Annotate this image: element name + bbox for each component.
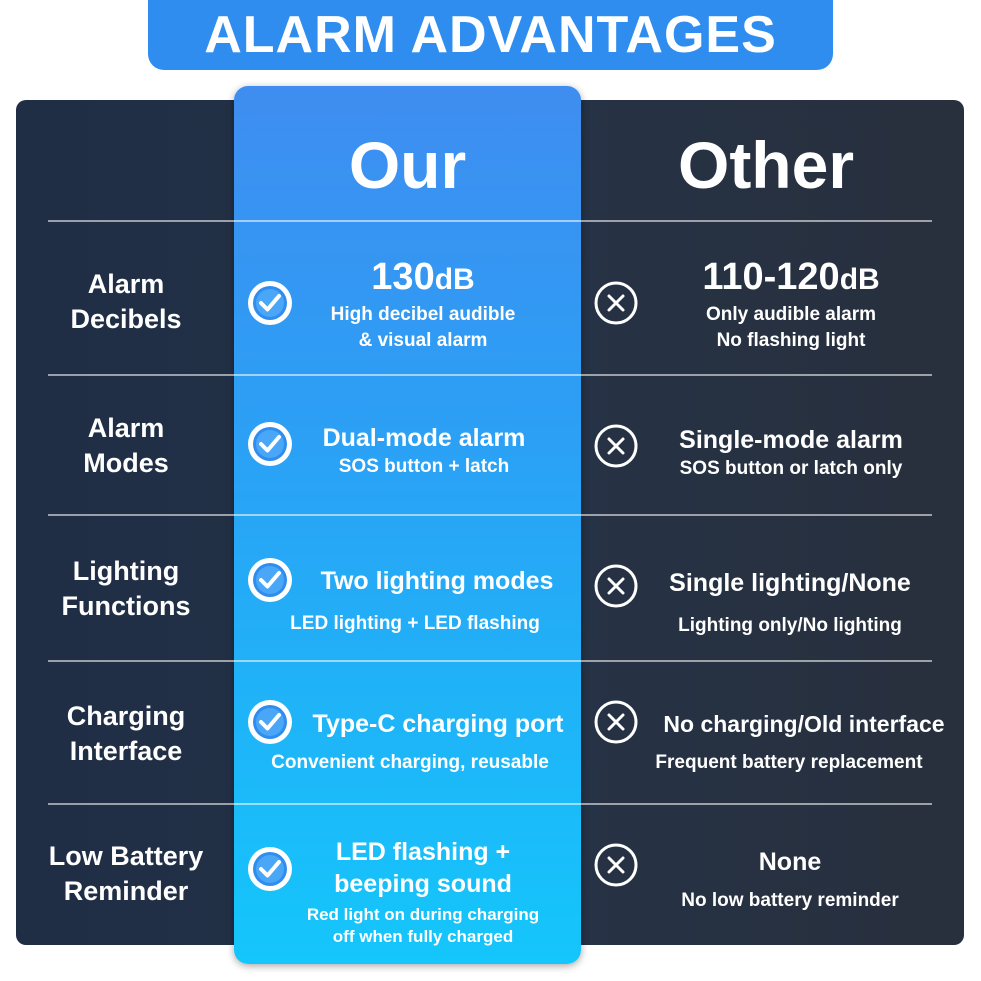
our-cell-alarm-decibels: 130dB High decibel audible & visual alar… <box>300 252 546 356</box>
our-column-header: Our <box>348 128 467 202</box>
divider <box>48 660 932 662</box>
other-cell-charging-interface: No charging/Old interface Frequent batte… <box>624 702 954 782</box>
other-headline: None <box>758 848 822 876</box>
divider <box>48 220 932 222</box>
our-column-highlight <box>234 86 581 964</box>
x-circle-icon <box>592 422 640 470</box>
our-headline: Type-C charging port <box>312 710 564 738</box>
other-detail-line: SOS button or latch only <box>679 458 903 479</box>
divider <box>48 803 932 805</box>
other-detail-line: No flashing light <box>716 329 866 351</box>
other-detail-line: Frequent battery replacement <box>655 752 923 773</box>
other-column-header: Other <box>677 128 855 202</box>
page-title: ALARM ADVANTAGES <box>204 6 777 64</box>
other-cell-alarm-decibels: 110-120dB Only audible alarm No flashing… <box>645 252 937 356</box>
divider <box>48 514 932 516</box>
x-circle-icon <box>592 698 640 746</box>
check-circle-icon <box>246 556 294 604</box>
row-label-line: Functions <box>61 591 191 621</box>
x-circle-icon <box>592 841 640 889</box>
row-label-line: Reminder <box>63 876 189 906</box>
row-label-line: Charging <box>66 701 186 731</box>
check-circle-icon <box>246 698 294 746</box>
row-label-line: Low Battery <box>48 841 204 871</box>
our-detail-line: Red light on during charging <box>306 905 540 924</box>
our-cell-low-battery-reminder: LED flashing + beeping sound Red light o… <box>270 834 576 950</box>
other-headline: Single-mode alarm <box>679 426 903 454</box>
x-circle-icon <box>592 562 640 610</box>
our-headline: Dual-mode alarm <box>322 424 526 452</box>
our-detail-line: High decibel audible <box>330 303 516 325</box>
divider <box>48 374 932 376</box>
our-cell-charging-interface: Type-C charging port Convenient charging… <box>240 702 580 782</box>
row-label-line: Lighting <box>72 556 180 586</box>
our-detail-line: SOS button + latch <box>338 456 510 477</box>
row-label-line: Decibels <box>70 304 182 334</box>
other-cell-low-battery-reminder: None No low battery reminder <box>640 840 940 920</box>
our-headline: beeping sound <box>334 870 512 898</box>
other-detail-line: Only audible alarm <box>706 303 876 325</box>
our-detail-line: LED lighting + LED flashing <box>290 613 540 634</box>
row-label-line: Modes <box>83 448 169 478</box>
our-headline: LED flashing + <box>335 838 511 866</box>
row-label-alarm-modes: Alarm Modes <box>18 406 234 486</box>
title-banner: ALARM ADVANTAGES <box>148 0 833 70</box>
other-cell-alarm-modes: Single-mode alarm SOS button or latch on… <box>645 418 937 488</box>
check-circle-icon <box>246 845 294 893</box>
our-headline: Two lighting modes <box>320 567 554 595</box>
our-decibel-value: 130dB <box>371 255 475 298</box>
other-detail-line: No low battery reminder <box>681 890 899 911</box>
row-label-low-battery-reminder: Low Battery Reminder <box>18 834 234 914</box>
our-detail-line: Convenient charging, reusable <box>271 752 549 773</box>
our-cell-alarm-modes: Dual-mode alarm SOS button + latch <box>296 416 552 486</box>
other-detail-line: Lighting only/No lighting <box>678 615 902 636</box>
row-label-line: Alarm <box>87 413 165 443</box>
check-circle-icon <box>246 420 294 468</box>
row-label-lighting-functions: Lighting Functions <box>18 549 234 629</box>
other-decibel-value: 110-120dB <box>702 255 880 298</box>
our-cell-lighting-functions: Two lighting modes LED lighting + LED fl… <box>254 558 576 644</box>
row-label-charging-interface: Charging Interface <box>18 694 234 774</box>
row-label-line: Interface <box>69 736 183 766</box>
row-label-alarm-decibels: Alarm Decibels <box>18 262 234 342</box>
check-circle-icon <box>246 279 294 327</box>
row-label-line: Alarm <box>87 269 165 299</box>
other-headline: No charging/Old interface <box>663 711 945 737</box>
our-detail-line: & visual alarm <box>358 329 488 351</box>
our-detail-line: off when fully charged <box>332 927 514 946</box>
x-circle-icon <box>592 279 640 327</box>
other-headline: Single lighting/None <box>669 569 911 597</box>
other-cell-lighting-functions: Single lighting/None Lighting only/No li… <box>640 560 940 646</box>
